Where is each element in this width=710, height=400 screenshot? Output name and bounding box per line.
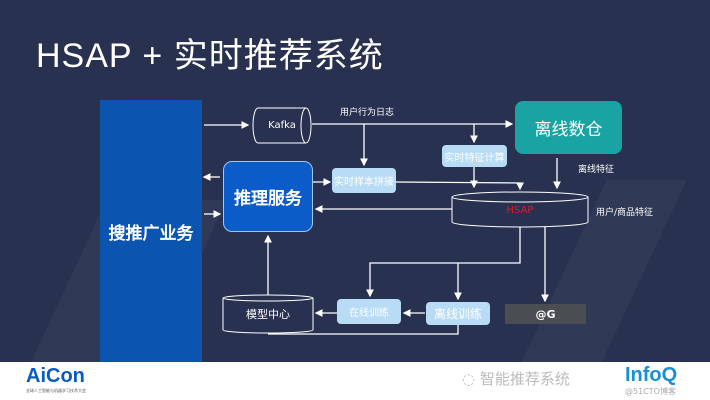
- offline-features-label: 离线特征: [578, 165, 615, 175]
- model-center-cylinder: [222, 294, 314, 334]
- inference-service-box[interactable]: 推理服务: [223, 161, 313, 232]
- kafka-cylinder: [252, 107, 312, 144]
- realtime-feature-compute-box[interactable]: 实时特征计算: [442, 145, 507, 167]
- business-bar: 搜推广业务: [100, 100, 202, 362]
- aicon-logo: AiCon 全球人工智能与机器学习技术大会: [26, 365, 86, 393]
- model-center-label: 模型中心: [246, 308, 290, 321]
- footer: AiCon 全球人工智能与机器学习技术大会 ◌ 智能推荐系统 InfoQ @51…: [0, 362, 710, 400]
- infoq-logo: InfoQ: [625, 364, 678, 386]
- hsap-label: HSAP: [506, 204, 534, 216]
- diagram-connectors: [202, 107, 589, 335]
- page-title: HSAP + 实时推荐系统: [36, 37, 384, 75]
- g-box: @G: [505, 304, 586, 324]
- offline-training-box[interactable]: 离线训练: [426, 302, 490, 325]
- online-training-box[interactable]: 在线训练: [337, 299, 401, 324]
- realtime-sample-join-box[interactable]: 实时样本拼接: [332, 168, 396, 193]
- hsap-cylinder: [451, 191, 589, 228]
- offline-warehouse-box[interactable]: 离线数仓: [515, 101, 622, 154]
- user-item-features-label: 用户/商品特征: [596, 208, 654, 218]
- slide: HSAP + 实时推荐系统: [0, 0, 710, 362]
- watermark-51cto: @51CTO博客: [625, 387, 676, 396]
- kafka-label: Kafka: [268, 119, 296, 131]
- watermark: ◌ 智能推荐系统: [462, 370, 570, 388]
- wechat-icon: ◌: [462, 370, 476, 388]
- user-behavior-log-label: 用户行为日志: [340, 108, 395, 118]
